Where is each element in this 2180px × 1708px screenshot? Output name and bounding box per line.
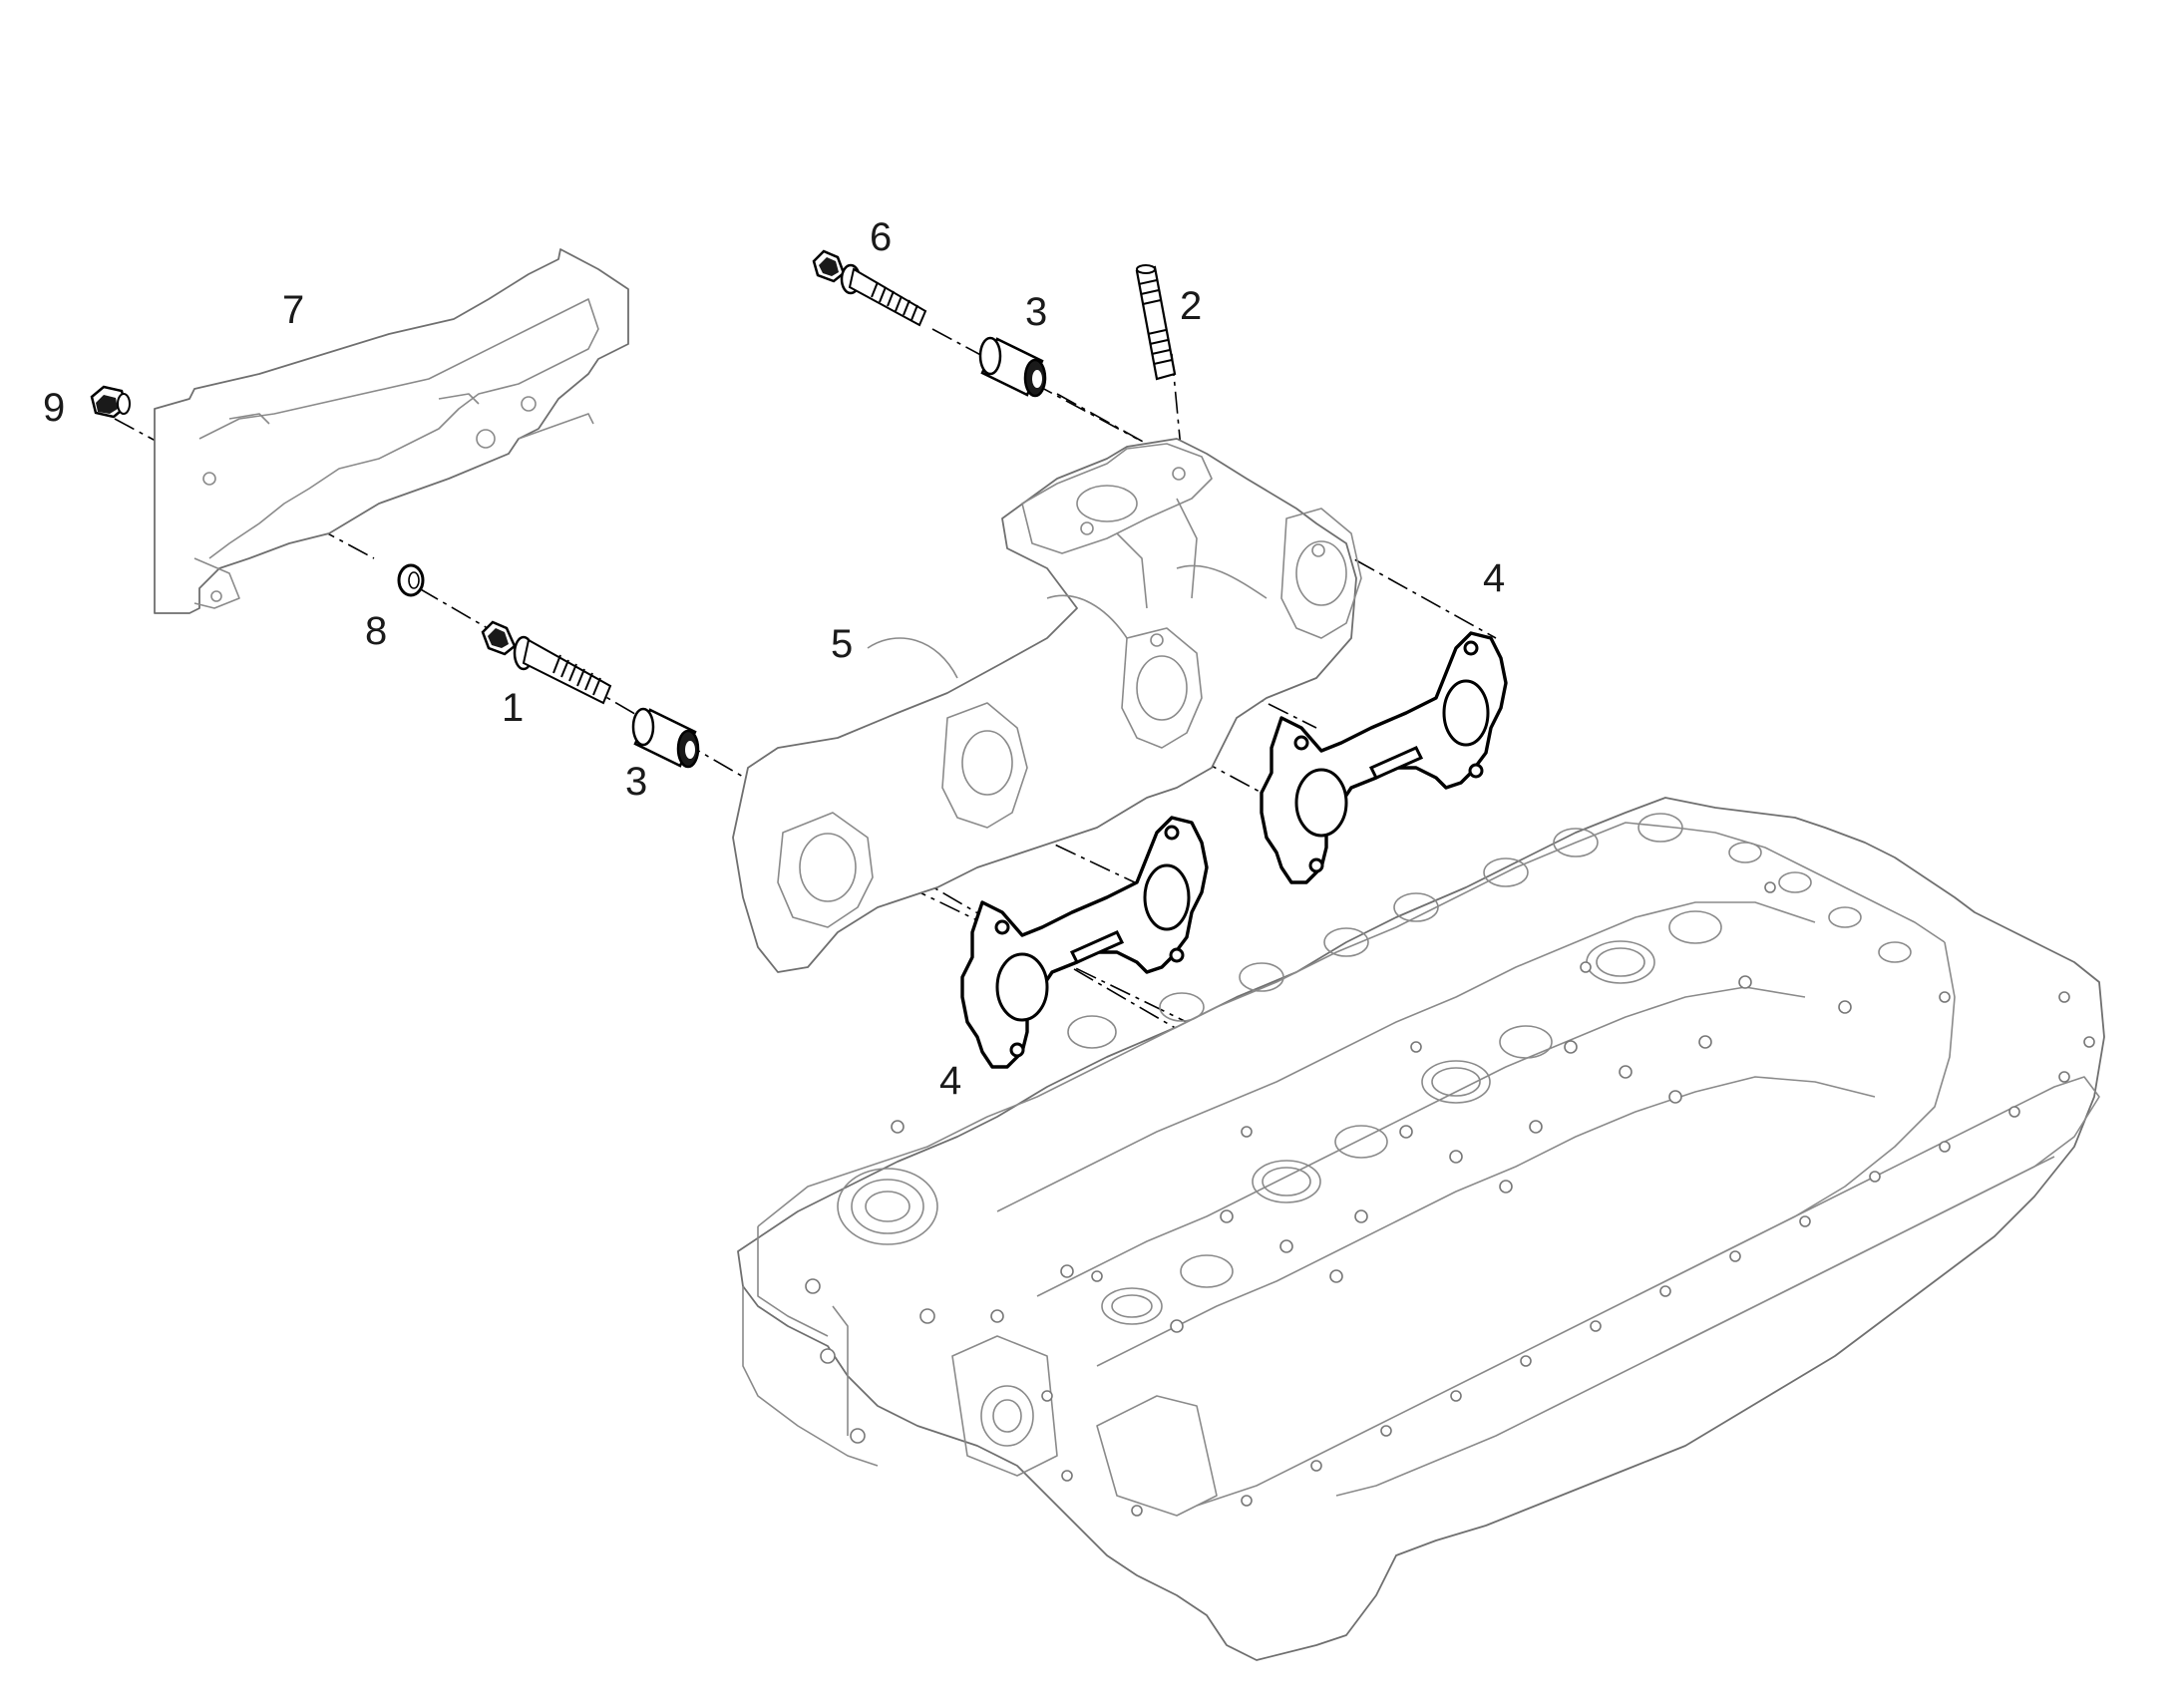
- callout-4-lower: 4: [939, 1059, 961, 1103]
- gasket-part-4-rear: [1260, 631, 1508, 884]
- callout-3-lower: 3: [625, 760, 647, 804]
- callout-1: 1: [502, 686, 524, 730]
- cylinder-head-bores: [1067, 813, 1912, 1325]
- callout-7: 7: [282, 288, 304, 332]
- callout-9: 9: [43, 386, 65, 430]
- callout-5: 5: [831, 622, 853, 666]
- callout-3-upper: 3: [1025, 290, 1047, 334]
- bolt-part-6: [812, 249, 927, 327]
- stud-part-2: [1135, 264, 1177, 381]
- callout-labels: 1 2 3 3 4 4 5 6 7 8 9: [43, 215, 1505, 1103]
- heat-shield-part-7: [154, 248, 629, 614]
- exhaust-manifold-part-5: [732, 438, 1362, 973]
- callout-6: 6: [870, 215, 892, 259]
- washer-part-8: [397, 563, 425, 597]
- cylinder-head-bolt-holes: [805, 881, 2095, 1517]
- callout-2: 2: [1180, 284, 1202, 328]
- gasket-part-4-front: [960, 816, 1209, 1069]
- cylinder-head: [737, 797, 2105, 1661]
- spacer-part-3-upper: [978, 336, 1047, 398]
- spacer-part-3-lower: [631, 707, 700, 769]
- callout-8: 8: [365, 609, 387, 653]
- nut-part-9: [90, 385, 131, 419]
- bolt-part-1: [481, 620, 612, 705]
- callout-4-upper: 4: [1483, 556, 1505, 600]
